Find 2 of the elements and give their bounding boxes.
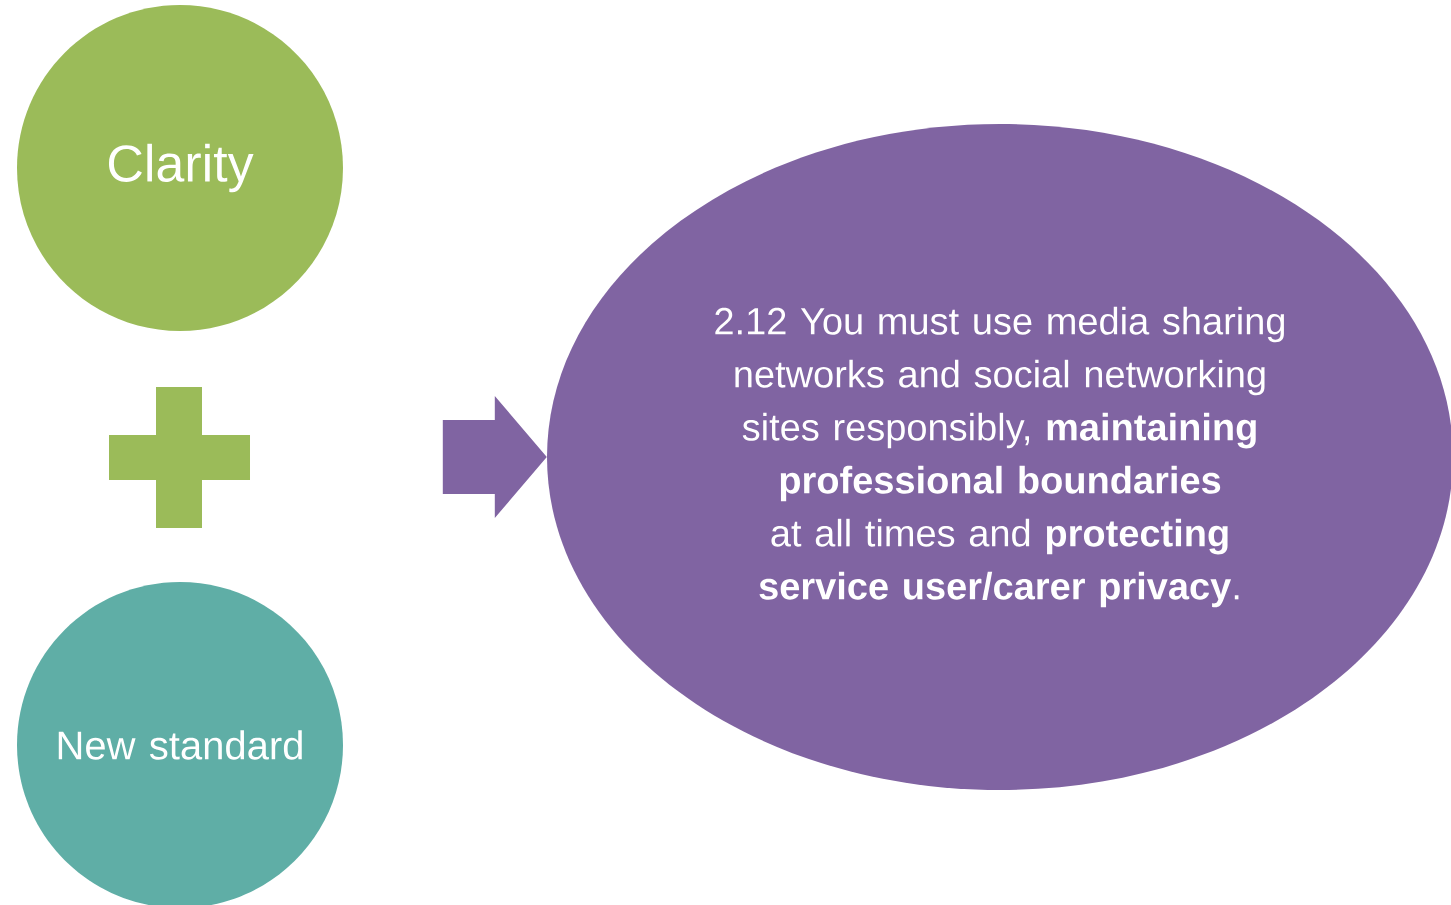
block-arrow: [442, 396, 547, 518]
plus-sign: [109, 387, 250, 528]
